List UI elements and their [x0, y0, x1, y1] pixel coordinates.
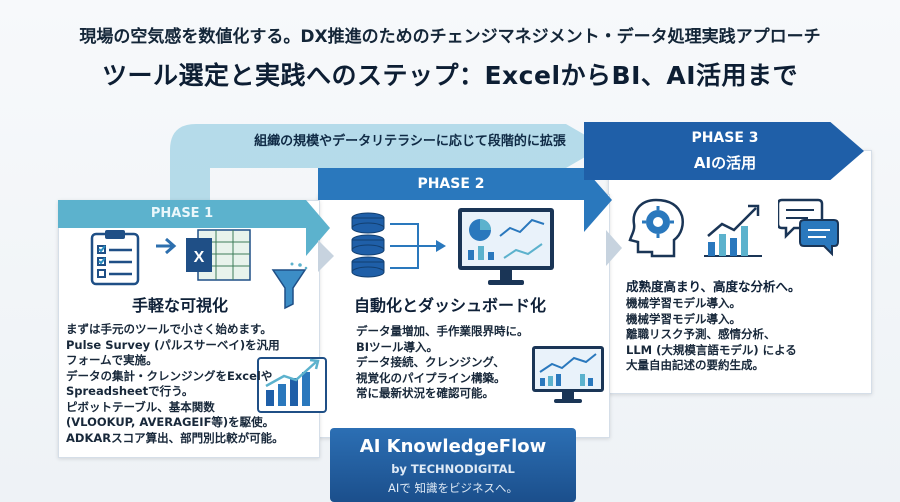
phase-3-body-line: 機械学習モデル導入。 — [626, 311, 741, 326]
ai-brain-head-icon — [628, 198, 684, 258]
phase-2-body-line: データ量増加、手作業限界時に。 — [356, 324, 529, 338]
phase-2-heading: 自動化とダッシュボード化 — [354, 296, 547, 315]
brand-tagline: AIで 知識をビジネスへ。 — [388, 481, 518, 495]
phase-1-body-line: ピボットテーブル、基本関数 — [66, 399, 215, 414]
excel-spreadsheet-icon: X — [186, 229, 251, 281]
phase-2-label: PHASE 2 — [417, 176, 485, 192]
phase-1-chevron — [306, 200, 330, 256]
header-title: ツール選定と実践へのステップ：ExcelからBI、AI活用まで — [101, 61, 799, 90]
phase-2-tab — [318, 168, 584, 200]
phase-1-body-line: Spreadsheetで行う。 — [66, 384, 194, 398]
trend-chart-icon — [704, 204, 762, 257]
phase-1-body-line: まずは手元のツールで小さく始めます。 — [66, 322, 272, 336]
filter-funnel-icon — [271, 262, 308, 310]
analytics-monitor-icon — [532, 346, 604, 403]
phase-1-label: PHASE 1 — [150, 206, 214, 221]
phase-1-body-line: フォームで実施。 — [66, 353, 158, 367]
phase-2-body-line: BIツール導入。 — [356, 339, 439, 354]
arrow-right-icon — [156, 237, 177, 255]
phase-3-body-line: 離職リスク予測、感情分析、 — [626, 327, 776, 341]
rising-bar-chart-icon — [257, 357, 327, 413]
phase-1-body-line: ADKARスコア算出、部門別比較が可能。 — [66, 430, 284, 445]
phase-1-body-line: (VLOOKUP, AVERAGEIF等)を駆使。 — [66, 415, 275, 429]
phase-3-tab — [584, 122, 864, 180]
database-stack-icon — [351, 212, 385, 278]
phase-1-body-line: データの集計・クレンジングをExcelや — [66, 368, 273, 383]
phase-2-body-line: 視覚化のパイプライン構築。 — [356, 370, 506, 385]
dashboard-monitor-icon — [458, 208, 554, 285]
phase-2-body-line: データ接続、クレンジング、 — [356, 355, 505, 369]
phase-1-card-arrow — [318, 240, 334, 272]
phase-3-body-line: 大量自由記述の要約生成。 — [626, 358, 764, 372]
brand-name: AI KnowledgeFlow — [359, 436, 547, 457]
brand-box — [330, 428, 576, 502]
checklist-clipboard-icon — [90, 230, 140, 286]
phase-1-body: まずは手元のツールで小さく始めます。 Pulse Survey (パルスサーベイ… — [66, 322, 326, 446]
phase-1-tab — [58, 200, 306, 228]
phase-2-chevron — [584, 168, 612, 232]
svg-text:X: X — [194, 249, 205, 266]
phase-2-body: データ量増加、手作業限界時に。 BIツール導入。 データ接続、クレンジング、 視… — [356, 324, 596, 402]
phase-2-card-arrow — [606, 230, 622, 266]
data-flow-arrows-icon — [390, 223, 446, 269]
phase-3-heading: 成熟度高まり、高度な分析へ。 — [626, 279, 801, 294]
phase-3-sublabel: AIの活用 — [693, 154, 757, 172]
header-subtitle: 現場の空気感を数値化する。DX推進のためのチェンジマネジメント・データ処理実践ア… — [79, 27, 821, 47]
expansion-banner-label: 組織の規模やデータリテラシーに応じて段階的に拡張 — [254, 134, 566, 149]
phase-1-body-line: Pulse Survey (パルスサーベイ)を汎用 — [66, 337, 280, 352]
phase-2-body-line: 常に最新状況を確認可能。 — [356, 386, 494, 400]
phase-3-body-line: LLM (大規模言語モデル) による — [626, 342, 797, 357]
speech-bubbles-icon — [778, 198, 839, 257]
phase-3-card — [608, 150, 872, 394]
expansion-banner-arrow — [170, 124, 604, 200]
phase-3-body-line: 機械学習モデル導入。 — [626, 296, 741, 310]
phase-3-body: 機械学習モデル導入。 機械学習モデル導入。 離職リスク予測、感情分析、 LLM … — [626, 296, 866, 374]
phase-1-heading: 手軽な可視化 — [132, 296, 229, 315]
phase-3-label: PHASE 3 — [691, 130, 759, 146]
brand-byline: by TECHNODIGITAL — [391, 462, 515, 476]
